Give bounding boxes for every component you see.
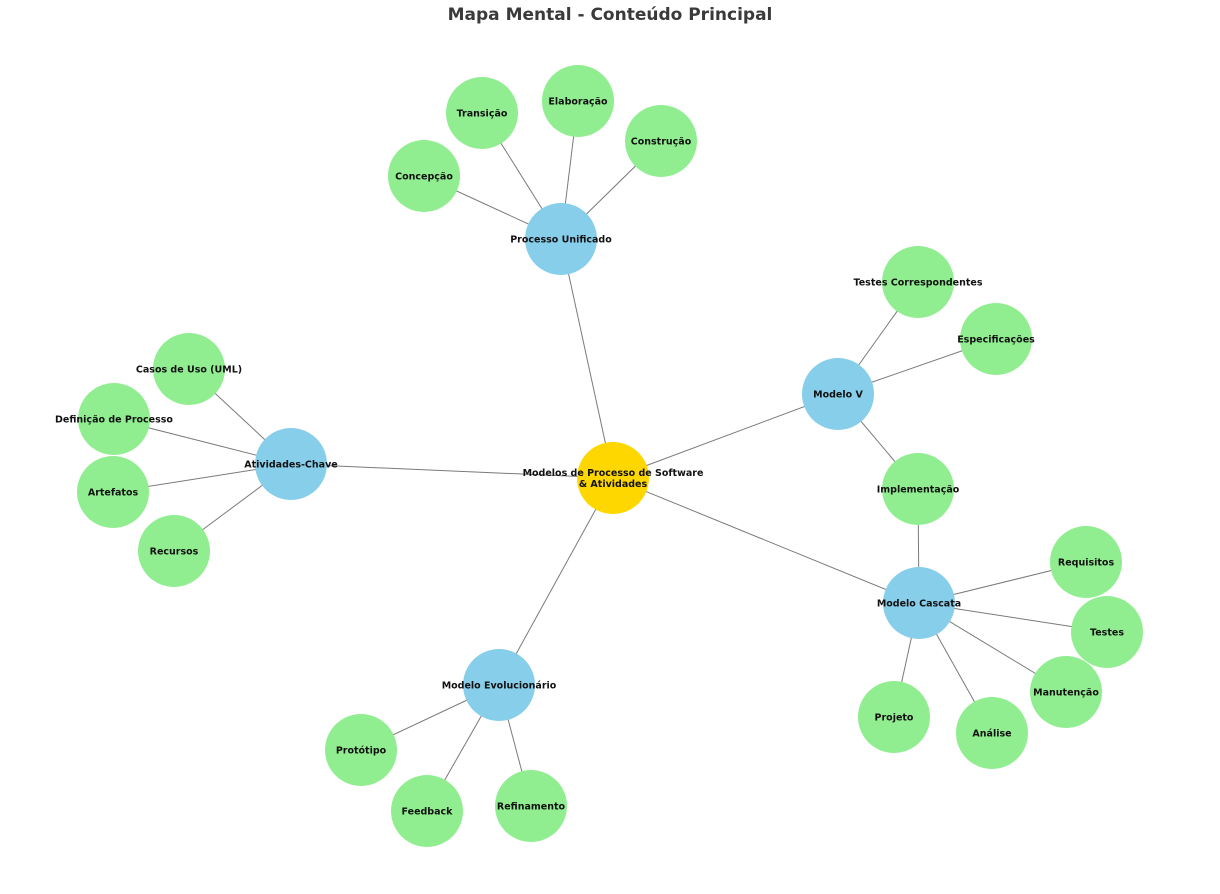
node-label-artefatos: Artefatos <box>88 488 139 499</box>
node-projeto: Projeto <box>858 681 930 753</box>
node-circle-pu <box>525 203 597 275</box>
node-label-recursos: Recursos <box>150 547 199 558</box>
node-prototipo: Protótipo <box>325 714 397 786</box>
edge-root-me <box>498 477 614 686</box>
node-label-mc: Modelo Cascata <box>877 599 961 610</box>
node-label-analise: Análise <box>972 729 1011 740</box>
node-circle-recursos <box>138 515 210 587</box>
node-construcao: Construção <box>625 105 697 177</box>
node-circle-feedback <box>391 775 463 847</box>
node-circle-ac <box>255 428 327 500</box>
node-me: Modelo Evolucionário <box>442 649 557 721</box>
node-circle-root <box>577 442 649 514</box>
node-circle-transicao <box>446 77 518 149</box>
node-transicao: Transição <box>446 77 518 149</box>
node-feedback: Feedback <box>391 775 463 847</box>
node-label-pu: Processo Unificado <box>510 235 612 246</box>
edge-root-ac <box>290 463 614 479</box>
node-recursos: Recursos <box>138 515 210 587</box>
edge-root-mv <box>612 393 839 479</box>
node-analise: Análise <box>956 697 1028 769</box>
node-pu: Processo Unificado <box>510 203 612 275</box>
node-circle-projeto <box>858 681 930 753</box>
node-label-especificacoes: Especificações <box>957 335 1035 346</box>
node-artefatos: Artefatos <box>77 456 149 528</box>
node-especificacoes: Especificações <box>957 303 1035 375</box>
node-circle-testes_corr <box>882 246 954 318</box>
node-label-feedback: Feedback <box>402 807 454 818</box>
node-ac: Atividades-Chave <box>244 428 338 500</box>
node-circle-refinamento <box>495 770 567 842</box>
node-refinamento: Refinamento <box>495 770 567 842</box>
node-circle-mc <box>883 567 955 639</box>
node-label-def_processo: Definição de Processo <box>55 415 173 426</box>
node-label-projeto: Projeto <box>875 713 914 724</box>
node-elaboracao: Elaboração <box>542 65 614 137</box>
edge-root-mc <box>612 477 920 604</box>
node-testes: Testes <box>1071 596 1143 668</box>
node-label-root-1: & Atividades <box>579 479 648 490</box>
node-label-testes_corr: Testes Correspondentes <box>854 278 983 289</box>
node-label-concepcao: Concepção <box>395 172 453 183</box>
node-casos_uso: Casos de Uso (UML) <box>136 333 242 405</box>
node-circle-me <box>463 649 535 721</box>
node-label-casos_uso: Casos de Uso (UML) <box>136 365 242 376</box>
node-label-construcao: Construção <box>631 137 692 148</box>
node-label-transicao: Transição <box>457 109 508 120</box>
node-circle-analise <box>956 697 1028 769</box>
node-def_processo: Definição de Processo <box>55 383 173 455</box>
node-concepcao: Concepção <box>388 140 460 212</box>
diagram-title: Mapa Mental - Conteúdo Principal <box>448 5 773 25</box>
node-label-elaboracao: Elaboração <box>548 97 608 108</box>
node-label-testes: Testes <box>1090 628 1124 639</box>
node-circle-testes <box>1071 596 1143 668</box>
node-circle-manutencao <box>1030 656 1102 728</box>
node-label-requisitos: Requisitos <box>1058 558 1115 569</box>
node-mv: Modelo V <box>802 358 874 430</box>
node-circle-def_processo <box>78 383 150 455</box>
node-circle-concepcao <box>388 140 460 212</box>
node-circle-elaboracao <box>542 65 614 137</box>
node-circle-mv <box>802 358 874 430</box>
node-testes_corr: Testes Correspondentes <box>854 246 983 318</box>
node-manutencao: Manutenção <box>1030 656 1102 728</box>
node-label-mv: Modelo V <box>813 390 863 401</box>
node-label-me: Modelo Evolucionário <box>442 681 557 692</box>
node-circle-implementacao <box>882 453 954 525</box>
node-label-ac: Atividades-Chave <box>244 460 337 471</box>
node-mc: Modelo Cascata <box>877 567 961 639</box>
edge-root-pu <box>560 238 614 479</box>
node-requisitos: Requisitos <box>1050 526 1122 598</box>
node-circle-especificacoes <box>960 303 1032 375</box>
node-label-prototipo: Protótipo <box>336 746 387 757</box>
node-label-implementacao: Implementação <box>877 485 960 496</box>
node-label-root-0: Modelos de Processo de Software <box>523 468 704 479</box>
node-label-refinamento: Refinamento <box>497 802 566 813</box>
node-circle-artefatos <box>77 456 149 528</box>
node-circle-prototipo <box>325 714 397 786</box>
node-implementacao: Implementação <box>877 453 960 525</box>
node-circle-casos_uso <box>153 333 225 405</box>
node-circle-construcao <box>625 105 697 177</box>
node-circle-requisitos <box>1050 526 1122 598</box>
node-root: Modelos de Processo de Software& Ativida… <box>523 442 704 514</box>
nodes-layer: Modelos de Processo de Software& Ativida… <box>55 65 1143 847</box>
node-label-manutencao: Manutenção <box>1033 688 1099 699</box>
